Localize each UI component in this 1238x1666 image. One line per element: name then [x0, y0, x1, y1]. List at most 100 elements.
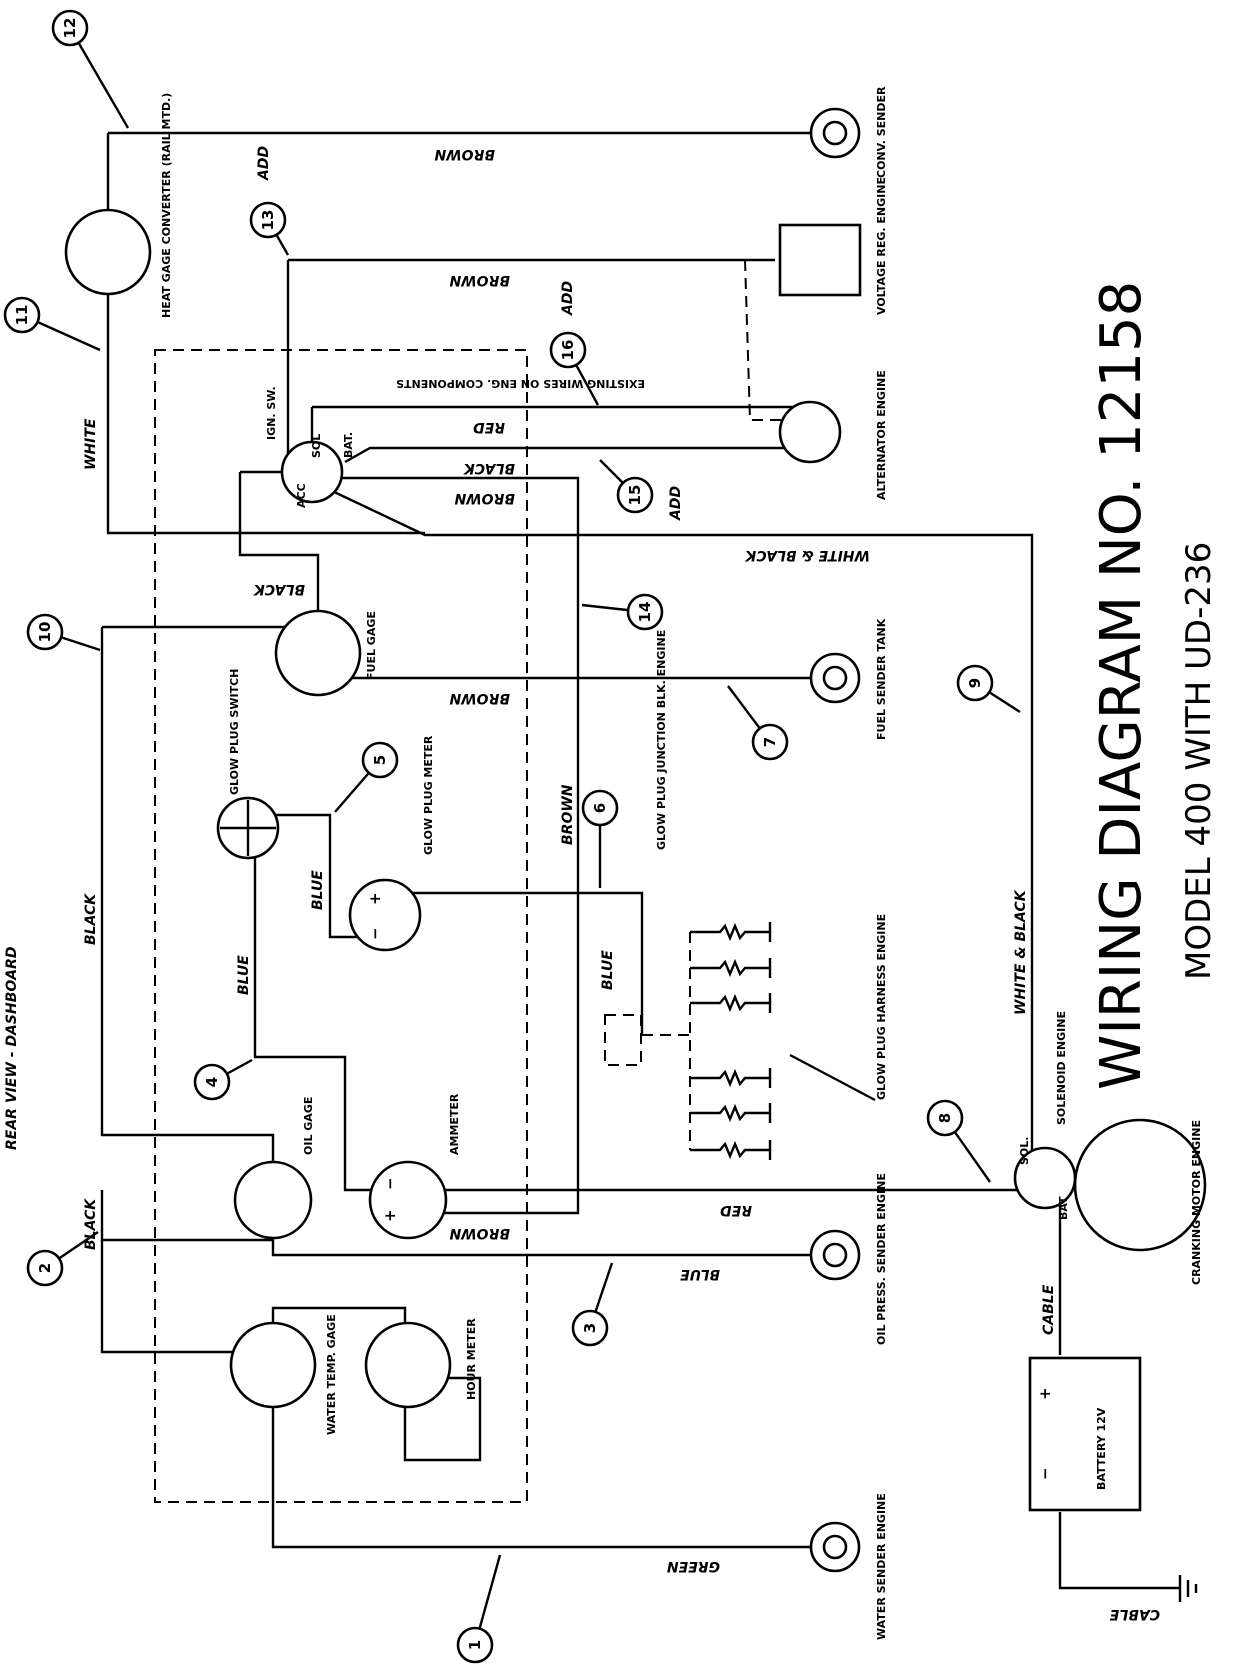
- label-ammeter: AMMETER: [448, 1093, 461, 1155]
- terminal-minus-battery: −: [1036, 1467, 1054, 1480]
- callout-number-14: 14: [636, 602, 654, 623]
- callout-circle-6: [581, 789, 619, 827]
- callout-number-8: 8: [936, 1113, 954, 1123]
- wire-white-black: [329, 488, 1034, 1155]
- callout-circle-11: [3, 296, 41, 334]
- terminal-plus-battery: +: [1036, 1387, 1054, 1400]
- label-fuel-sender: FUEL SENDER TANK: [875, 618, 888, 740]
- heat-gage-converter: [64, 208, 152, 296]
- label-alternator: ALTERNATOR ENGINE: [875, 370, 888, 500]
- callout-circle-2: [26, 1249, 64, 1287]
- callout-circle-14: [626, 593, 664, 631]
- wire-label-black-10: BLACK: [83, 893, 99, 945]
- ground-symbol: [1178, 1575, 1198, 1602]
- label-heat-gage: HEAT GAGE CONVERTER (RAIL MTD.): [160, 93, 173, 318]
- terminal-plus-ammeter: +: [381, 1209, 399, 1222]
- glow-plug-harness: [690, 922, 772, 1160]
- glow-plug-meter: [348, 878, 422, 952]
- wire-label-black-15: BLACK: [463, 460, 515, 476]
- wire-label-white-11: WHITE: [83, 418, 99, 470]
- wire-label-brown-12: BROWN: [434, 146, 495, 162]
- callout-circle-1: [456, 1626, 494, 1664]
- label-water-sender: WATER SENDER ENGINE: [875, 1493, 888, 1640]
- label-group: REAR VIEW - DASHBOARD BROWN BROWN RED BL…: [4, 86, 1219, 1640]
- wire-2-black-drop: [238, 472, 320, 625]
- wire-hour-loop: [271, 1306, 407, 1325]
- wire-4: [253, 840, 410, 1192]
- wire-cable-ground: [1058, 1512, 1180, 1590]
- callout-number-15: 15: [626, 485, 644, 506]
- view-label: REAR VIEW - DASHBOARD: [4, 946, 20, 1150]
- wire-label-blue-3: BLUE: [680, 1266, 720, 1282]
- callout-circle-9: [956, 664, 994, 702]
- label-battery: BATTERY 12V: [1095, 1407, 1108, 1490]
- callout-number-13: 13: [259, 210, 277, 231]
- oil-gage: [233, 1160, 313, 1240]
- wire-label-white-black-side: WHITE & BLACK: [1013, 889, 1029, 1015]
- cranking-motor: [1073, 1118, 1207, 1252]
- wire-brown-ammeter: [410, 1180, 580, 1215]
- add-label-13: ADD: [256, 146, 272, 181]
- label-sol: SOL: [310, 434, 323, 458]
- label-oil-gage: OIL GAGE: [302, 1097, 315, 1155]
- wire-label-brown-ammeter: BROWN: [449, 1225, 510, 1241]
- terminal-minus-glow: −: [366, 927, 384, 940]
- label-conv-sender: CONV. SENDER: [875, 86, 888, 178]
- callout-number-12: 12: [61, 18, 79, 39]
- callout-number-7: 7: [761, 737, 779, 747]
- glow-switch-lines: [220, 800, 276, 856]
- voltage-regulator: [778, 223, 862, 297]
- wire-label-brown-13: BROWN: [449, 272, 510, 288]
- callout-circle-16: [549, 331, 587, 369]
- oil-press-sender-inner: [822, 1242, 848, 1268]
- callout-circle-12: [51, 9, 89, 47]
- ammeter: [368, 1160, 448, 1240]
- callout-number-4: 4: [203, 1077, 221, 1087]
- callout-circle-4: [193, 1063, 231, 1101]
- wire-label-red-alt: RED: [473, 419, 505, 435]
- callout-number-6: 6: [591, 803, 609, 813]
- terminal-plus-glow: +: [366, 892, 384, 905]
- dashboard-outline: [154, 349, 528, 1503]
- wire-label-white-black-top: WHITE & BLACK: [744, 547, 870, 563]
- label-glow-junction: GLOW PLUG JUNCTION BLK. ENGINE: [655, 630, 668, 850]
- label-oil-sender: OIL PRESS. SENDER ENGINE: [875, 1173, 888, 1345]
- wire-1: [271, 1405, 835, 1549]
- label-voltage-reg: VOLTAGE REG. ENGINE: [875, 177, 888, 315]
- wire-label-brown-14: BROWN: [560, 784, 576, 845]
- label-cranking-motor: CRANKING MOTOR ENGINE: [1190, 1120, 1203, 1285]
- wire-label-green-1: GREEN: [667, 1558, 720, 1574]
- callout-circle-5: [361, 741, 399, 779]
- add-label-15: ADD: [668, 486, 684, 521]
- wire-3: [271, 1225, 835, 1257]
- label-water-gage: WATER TEMP. GAGE: [325, 1314, 338, 1435]
- diagram-title: WIRING DIAGRAM NO. 12158: [1089, 281, 1154, 1090]
- wire-label-cable-side: CABLE: [1041, 1284, 1057, 1335]
- label-bat-terminal: BAT: [1057, 1196, 1070, 1220]
- label-glow-meter: GLOW PLUG METER: [422, 735, 435, 855]
- ignition-switch: [280, 440, 344, 504]
- terminal-minus-ammeter: −: [381, 1177, 399, 1190]
- label-solenoid: SOLENOID ENGINE: [1055, 1011, 1068, 1125]
- callout-number-16: 16: [559, 340, 577, 361]
- fuel-sender-inner: [822, 665, 848, 691]
- callout-circle-10: [26, 613, 64, 651]
- wire-6: [400, 891, 644, 1035]
- diagram-subtitle: MODEL 400 WITH UD-236: [1179, 542, 1219, 980]
- callout-circle-7: [751, 723, 789, 761]
- callout-circle-3: [571, 1309, 609, 1347]
- harness-pointer: [789, 1053, 876, 1102]
- fuel-gage: [274, 609, 362, 697]
- glow-plug-junction: [604, 1014, 642, 1066]
- label-acc: ACC: [295, 483, 308, 508]
- callout-circle-8: [926, 1099, 964, 1137]
- callout-number-11: 11: [13, 305, 31, 326]
- label-fuel-gage: FUEL GAGE: [365, 611, 378, 680]
- wire-label-blue-4: BLUE: [236, 955, 252, 995]
- wire-label-cable-bottom: CABLE: [1109, 1606, 1160, 1622]
- wire-label-brown-7: BROWN: [449, 690, 510, 706]
- label-existing-wires: EXISTING WIRES ON ENG. COMPONENTS: [396, 377, 645, 390]
- callout-number-3: 3: [581, 1323, 599, 1333]
- wire-label-blue-6: BLUE: [600, 950, 616, 990]
